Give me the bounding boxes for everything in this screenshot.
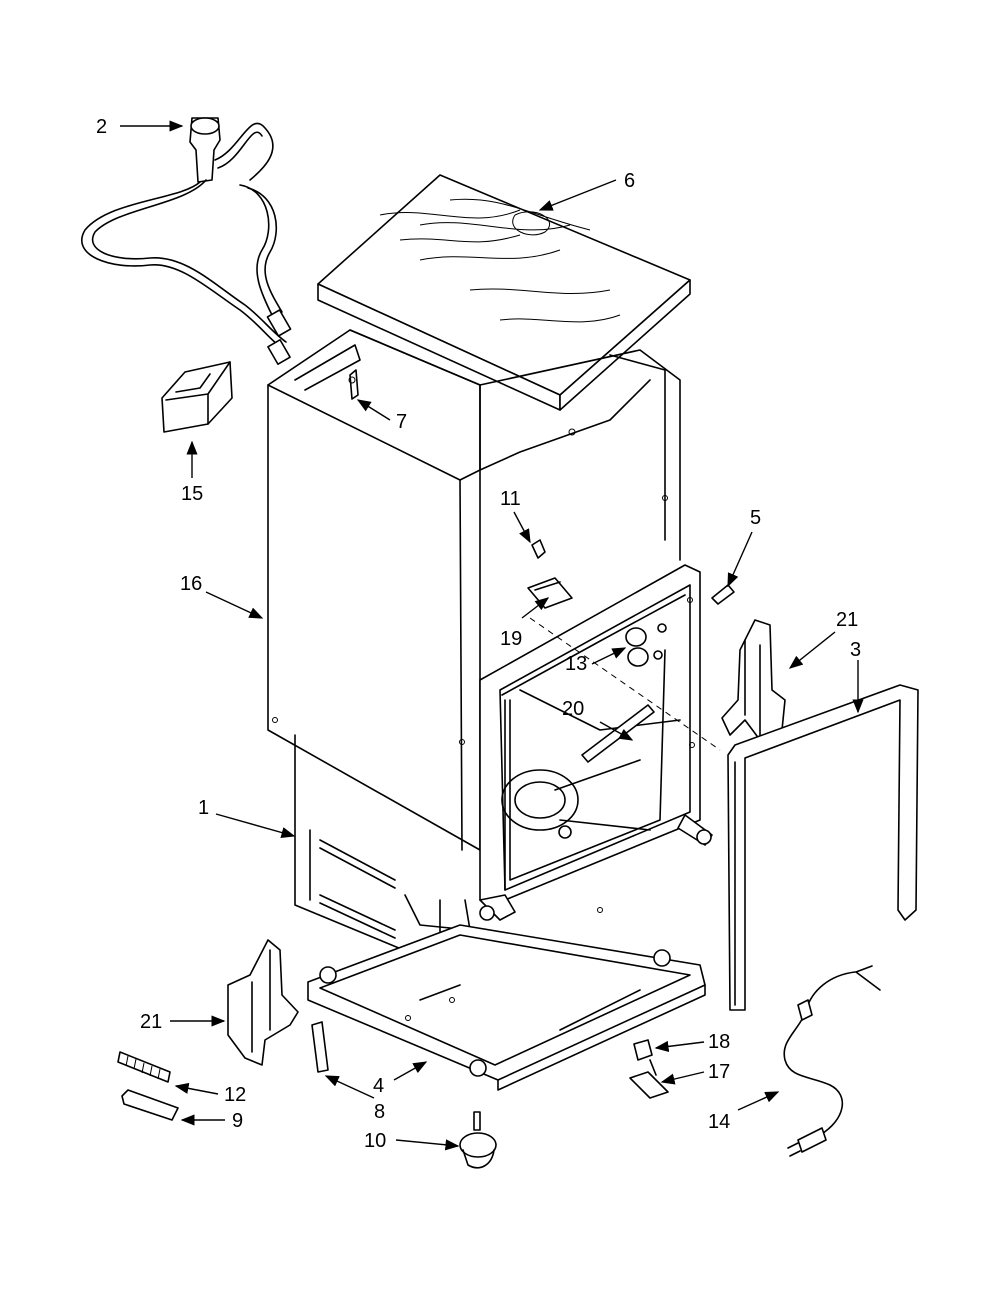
callout-17: 17 (708, 1061, 730, 1083)
part-15-bracket (161, 361, 233, 433)
part-door-seal (727, 684, 919, 1011)
callout-7: 7 (396, 411, 407, 433)
callout-21-upper: 21 (836, 609, 858, 631)
callout-10: 10 (364, 1130, 386, 1152)
part-17-18-clip (629, 1039, 669, 1099)
callout-2: 2 (96, 116, 107, 138)
part-wood-countertop (317, 174, 691, 411)
callout-8: 8 (374, 1101, 385, 1123)
callout-16: 16 (180, 573, 202, 595)
callout-6: 6 (624, 170, 635, 192)
part-9-pad (121, 1089, 179, 1121)
callout-11: 11 (500, 488, 521, 510)
callout-21-lower: 21 (140, 1011, 162, 1033)
part-21-bracket-left (227, 939, 299, 1066)
callout-15: 15 (181, 483, 203, 505)
callout-13: 13 (565, 653, 587, 675)
part-10-leg (459, 1111, 497, 1169)
callout-12: 12 (224, 1084, 246, 1106)
part-21-bracket-right (721, 619, 786, 741)
callout-5: 5 (750, 507, 761, 529)
callout-labels: 2 6 7 15 16 11 19 5 13 20 21 3 1 21 12 9… (96, 116, 861, 1152)
part-base-frame (307, 907, 706, 1091)
callout-18: 18 (708, 1031, 730, 1053)
callout-14: 14 (708, 1111, 730, 1133)
part-12-spring (117, 1051, 171, 1083)
part-inlet-valve-hose (81, 117, 292, 365)
callout-20: 20 (562, 698, 584, 720)
part-14-power-cord (783, 965, 881, 1157)
callout-3: 3 (850, 639, 861, 661)
callout-1: 1 (198, 797, 209, 819)
part-8-strip (311, 1021, 329, 1073)
part-tub-cabinet (267, 329, 721, 966)
callout-4: 4 (373, 1075, 384, 1097)
callout-9: 9 (232, 1110, 243, 1132)
leader-arrows (120, 120, 864, 1151)
callout-19: 19 (500, 628, 522, 650)
